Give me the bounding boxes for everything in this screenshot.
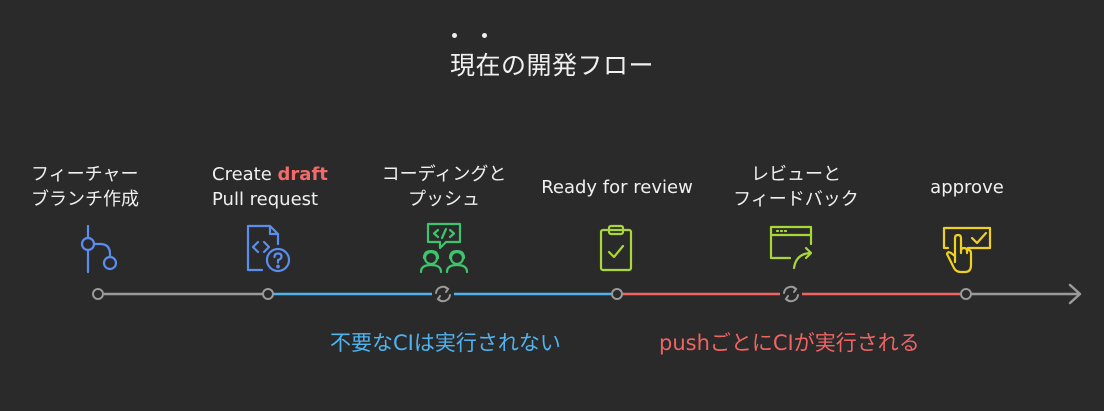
refresh-cycle-icon xyxy=(783,285,799,303)
step-label-feature-branch: フィーチャー ブランチ作成 xyxy=(31,164,139,210)
step-label-coding-push: コーディングと プッシュ xyxy=(381,164,507,210)
flow-node xyxy=(960,288,972,300)
arrow-head-icon xyxy=(1068,283,1082,305)
step-label-review-feedback: レビューと フィードバック xyxy=(733,164,859,210)
step-label-draft-pr: Create draft Pull request xyxy=(212,164,328,210)
flow-node xyxy=(611,288,623,300)
refresh-cycle-icon xyxy=(435,285,451,303)
title-emphasis-dots xyxy=(452,33,492,41)
flow-node xyxy=(92,288,104,300)
caption-ci-not-run: 不要なCIは実行されない xyxy=(330,331,561,355)
pull-request-code-icon xyxy=(246,224,291,273)
page-title: 現在の開発フロー xyxy=(449,51,654,80)
pair-programming-icon xyxy=(419,222,469,274)
caption-ci-runs-per-push: pushごとにCIが実行される xyxy=(659,331,920,355)
git-branch-icon xyxy=(80,224,118,274)
step-label-approve: approve xyxy=(930,177,1004,198)
flow-node xyxy=(262,288,274,300)
clipboard-check-icon xyxy=(599,224,633,272)
approve-hand-icon xyxy=(942,226,992,274)
browser-feedback-icon xyxy=(769,225,813,270)
step-label-ready-review: Ready for review xyxy=(541,177,693,198)
